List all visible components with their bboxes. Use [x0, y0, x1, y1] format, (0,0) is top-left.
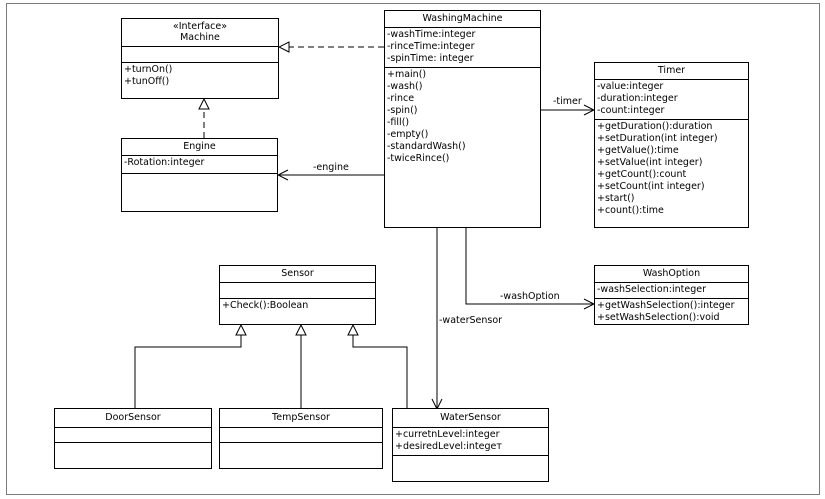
operations-compartment: [55, 443, 211, 446]
attribute: +curretnLevel:integer: [395, 429, 500, 440]
class-name: DoorSensor: [55, 409, 211, 428]
operation: +setCount(int integer): [597, 181, 705, 192]
class-door-sensor: DoorSensor: [54, 408, 212, 469]
operations-compartment: [220, 443, 382, 446]
attributes-compartment: -Rotation:integer: [122, 156, 277, 174]
operation: -empty(): [387, 129, 429, 140]
attributes-compartment: -washSelection:integer: [595, 283, 748, 299]
operations-compartment: +getDuration():duration +setDuration(int…: [595, 120, 748, 219]
association-label-timer: -timer: [553, 96, 582, 107]
operation: -wash(): [387, 81, 423, 92]
class-wash-option: WashOption -washSelection:integer +getWa…: [594, 265, 749, 325]
attribute: -washSelection:integer: [597, 284, 706, 295]
operation: +getWashSelection():integer: [597, 300, 735, 311]
class-name: Timer: [595, 63, 748, 80]
attributes-compartment: -value:integer -duration:integer -count:…: [595, 80, 748, 120]
attribute: +desiredLevel:integeт: [395, 441, 502, 452]
class-water-sensor: WaterSensor +curretnLevel:integer +desir…: [392, 408, 549, 482]
operation: -fill(): [387, 117, 410, 128]
attribute: -washTime:integer: [387, 29, 476, 40]
operation: +setWashSelection():void: [597, 312, 720, 323]
class-temp-sensor: TempSensor: [219, 408, 383, 469]
operation: -rince: [387, 93, 415, 104]
generalization-watersensor-sensor: [353, 325, 408, 408]
operation: -standardWash(): [387, 141, 466, 152]
class-engine: Engine -Rotation:integer: [121, 138, 278, 212]
operation: +setValue(int integer): [597, 157, 703, 168]
class-name: WaterSensor: [393, 409, 548, 428]
generalization-doorsensor-sensor: [134, 325, 241, 408]
operation: +setDuration(int integer): [597, 133, 718, 144]
class-name: WashingMachine: [385, 11, 540, 28]
operations-compartment: +getWashSelection():integer +setWashSele…: [595, 299, 748, 326]
association-washoption: [465, 228, 594, 304]
operation: -spin(): [387, 105, 418, 116]
diagram-frame: [6, 3, 820, 495]
stereotype-label: «Interface»: [172, 21, 228, 32]
class-machine: «Interface» Machine +turnOn() +tunOff(): [121, 18, 279, 99]
attributes-compartment: [55, 428, 211, 443]
operation: +getCount():count: [597, 169, 687, 180]
class-name: Sensor: [220, 266, 375, 283]
attributes-compartment: [122, 47, 278, 63]
class-name: WashOption: [595, 266, 748, 283]
attributes-compartment: -washTime:integer -rinceTime:integer -sp…: [385, 28, 540, 68]
operation: +Check():Boolean: [222, 300, 309, 311]
attribute: -spinTime: integer: [387, 53, 474, 64]
class-name: TempSensor: [220, 409, 382, 428]
operation: +tunOff(): [124, 76, 170, 87]
class-sensor: Sensor +Check():Boolean: [219, 265, 376, 325]
association-label-water-sensor: -waterSensor: [439, 315, 503, 326]
operation: +start(): [597, 193, 635, 204]
operation: -twiceRince(): [387, 153, 450, 164]
association-label-wash-option: -washOption: [500, 291, 560, 302]
class-name: Machine: [180, 32, 220, 43]
association-label-engine: -engine: [313, 162, 349, 173]
operation: +main(): [387, 69, 427, 80]
operations-compartment: [393, 456, 548, 459]
operation: +count():time: [597, 205, 664, 216]
class-header: «Interface» Machine: [122, 19, 278, 47]
attributes-compartment: +curretnLevel:integer +desiredLevel:inte…: [393, 428, 548, 456]
attribute: -count:integer: [597, 105, 665, 116]
class-name: Engine: [122, 139, 277, 156]
operations-compartment: [122, 174, 277, 177]
operation: +getValue():time: [597, 145, 679, 156]
operations-compartment: +turnOn() +tunOff(): [122, 63, 278, 90]
operations-compartment: +main() -wash() -rince -spin() -fill() -…: [385, 68, 540, 167]
operation: +turnOn(): [124, 64, 173, 75]
attribute: -duration:integer: [597, 93, 678, 104]
attributes-compartment: [220, 283, 375, 299]
class-timer: Timer -value:integer -duration:integer -…: [594, 62, 749, 228]
attribute: -value:integer: [597, 81, 664, 92]
class-washing-machine: WashingMachine -washTime:integer -rinceT…: [384, 10, 541, 228]
attribute: -rinceTime:integer: [387, 41, 475, 52]
operation: +getDuration():duration: [597, 121, 713, 132]
attributes-compartment: [220, 428, 382, 443]
operations-compartment: +Check():Boolean: [220, 299, 375, 314]
attribute: -Rotation:integer: [124, 157, 205, 168]
